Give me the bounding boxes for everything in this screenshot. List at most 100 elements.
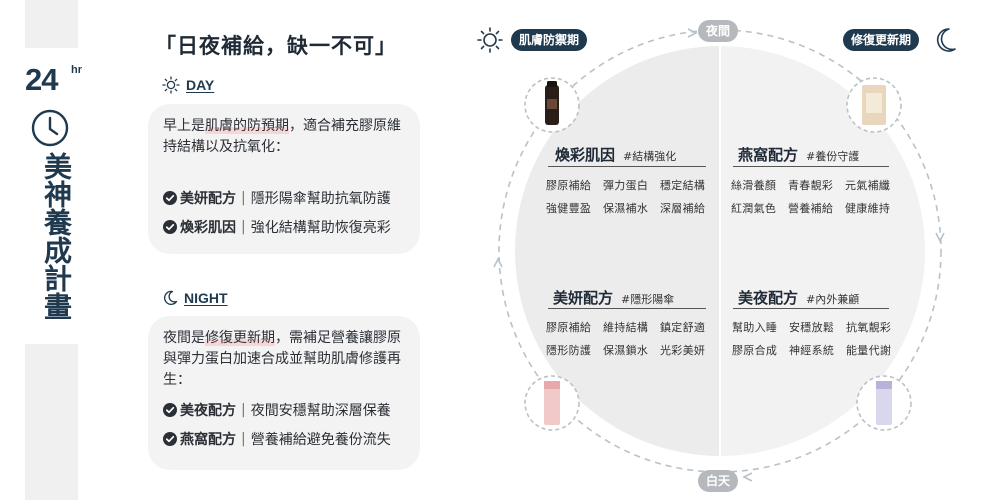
keyword: 鎮定舒適	[660, 321, 706, 334]
day-item-name: 美妍配方	[180, 191, 236, 207]
day-item-name: 煥彩肌因	[180, 220, 236, 236]
keyword: 青春靚彩	[788, 179, 834, 192]
badge-day: 白天	[698, 470, 738, 492]
night-label-text: NIGHT	[184, 290, 228, 306]
keyword: 能量代謝	[846, 344, 892, 357]
keyword: 絲滑養顏	[731, 179, 777, 192]
keyword: 膠原補給	[546, 321, 592, 334]
bottle-bottom-right	[856, 375, 912, 431]
keyword: 膠原合成	[732, 344, 778, 357]
day-item-desc: 強化結構幫助恢復亮彩	[250, 220, 391, 236]
night-item: 美夜配方 |夜間安穩幫助深層保養	[163, 400, 391, 420]
day-desc-pre: 早上是	[163, 118, 205, 134]
keyword: 健康維持	[845, 202, 891, 215]
cycle-ring	[498, 29, 942, 473]
sun-icon	[162, 76, 180, 94]
product-title: 美妍配方 #隱形陽傘	[553, 287, 674, 308]
product-title: 美夜配方 #內外兼顧	[738, 287, 859, 308]
vertical-title: 美神養成計畫	[40, 152, 73, 320]
keyword: 深層補給	[660, 202, 706, 215]
day-card: 早上是肌膚的防預期，適合補充膠原維持結構以及抗氧化： 美妍配方 |隱形陽傘幫助抗氧…	[148, 104, 420, 254]
keyword: 強健豐盈	[546, 202, 592, 215]
keyword: 神經系統	[789, 344, 835, 357]
product-title: 煥彩肌因#結構強化	[555, 144, 676, 165]
night-item-name: 美夜配方	[180, 403, 236, 419]
tag-skin-defense: 肌膚防禦期	[511, 29, 588, 51]
check-circle-icon	[163, 432, 177, 446]
product-underline	[733, 308, 889, 309]
keyword: 幫助入睡	[732, 321, 778, 334]
product-underline	[548, 166, 706, 167]
arrow-left-icon	[493, 257, 503, 268]
keyword: 營養補給	[788, 202, 834, 215]
product-hashtag: #養份守護	[806, 150, 860, 163]
keyword: 穩定結構	[660, 179, 706, 192]
day-item-desc: 隱形陽傘幫助抗氧防護	[250, 191, 391, 207]
strip-top-block	[25, 0, 78, 48]
cycle-diagram	[477, 27, 956, 482]
night-card: 夜間是修復更新期，需補足營養讓膠原與彈力蛋白加速合成並幫助肌膚修護再生： 美夜配…	[148, 316, 420, 470]
bottle-bottom-left	[524, 375, 580, 431]
keyword: 抗氧靚彩	[846, 321, 892, 334]
bottle-top-right	[846, 77, 902, 133]
keyword: 隱形防護	[546, 344, 592, 357]
keyword: 維持結構	[603, 321, 649, 334]
product-underline	[548, 308, 706, 309]
moon-icon	[936, 28, 956, 52]
day-item: 美妍配方 |隱形陽傘幫助抗氧防護	[163, 188, 391, 208]
product-name: 煥彩肌因	[555, 146, 616, 164]
night-desc-highlight: 修復更新期	[205, 330, 275, 346]
arrow-right-icon	[935, 232, 945, 243]
clock-icon	[31, 109, 69, 147]
night-desc-post: ，需補足營養讓膠原與彈力蛋白加速合成並幫助肌膚修護再生：	[163, 330, 401, 388]
day-desc-highlight: 肌膚的防預期	[205, 118, 289, 134]
disc-left-half	[515, 46, 720, 456]
day-item: 煥彩肌因 |強化結構幫助恢復亮彩	[163, 217, 391, 237]
keyword: 保濕鎖水	[603, 344, 649, 357]
check-circle-icon	[163, 403, 177, 417]
product-title: 燕窩配方 #養份守護	[738, 144, 859, 165]
separator: |	[241, 402, 246, 418]
product-hashtag: #內外兼顧	[806, 293, 860, 306]
check-circle-icon	[163, 191, 177, 205]
badge-night: 夜間	[698, 20, 738, 42]
night-desc-pre: 夜間是	[163, 330, 205, 346]
product-name: 美妍配方	[553, 289, 614, 307]
night-item: 燕窩配方 |營養補給避免養份流失	[163, 429, 391, 449]
page-title: 「日夜補給，缺一不可」	[155, 33, 397, 58]
keyword: 保濕補水	[603, 202, 649, 215]
left-strip: 24 hr 美神養成計畫	[25, 0, 82, 500]
night-section-label: NIGHT	[162, 290, 228, 306]
product-name: 美夜配方	[738, 289, 799, 307]
bottle-top-left	[524, 77, 580, 133]
separator: |	[241, 219, 246, 235]
night-item-name: 燕窩配方	[180, 432, 236, 448]
product-name: 燕窩配方	[738, 146, 799, 164]
product-hashtag: #隱形陽傘	[621, 293, 675, 306]
day-desc-post: ，適合補充膠原維持結構以及抗氧化：	[163, 118, 401, 155]
night-description: 夜間是修復更新期，需補足營養讓膠原與彈力蛋白加速合成並幫助肌膚修護再生：	[163, 328, 413, 391]
tag-repair-renewal: 修復更新期	[843, 29, 920, 51]
arrow-bottom-icon	[742, 472, 753, 482]
day-section-label: DAY	[162, 76, 214, 94]
arrow-top-icon	[687, 28, 698, 38]
separator: |	[241, 190, 246, 206]
separator: |	[241, 431, 246, 447]
strip-bottom-block	[25, 344, 78, 500]
night-item-desc: 營養補給避免養份流失	[250, 432, 391, 448]
hours-number: 24	[25, 62, 58, 97]
keyword: 光彩美妍	[660, 344, 706, 357]
disc-right-half	[720, 46, 925, 456]
keyword: 紅潤氣色	[731, 202, 777, 215]
keyword: 元氣補纖	[845, 179, 891, 192]
keyword: 彈力蛋白	[603, 179, 649, 192]
hours-unit: hr	[71, 64, 82, 76]
product-underline	[733, 166, 889, 167]
keyword: 安穩放鬆	[789, 321, 835, 334]
moon-icon	[163, 290, 178, 305]
keyword: 膠原補給	[546, 179, 592, 192]
night-item-desc: 夜間安穩幫助深層保養	[250, 403, 391, 419]
hours-label: 24 hr	[25, 62, 105, 102]
day-description: 早上是肌膚的防預期，適合補充膠原維持結構以及抗氧化：	[163, 116, 413, 158]
check-circle-icon	[163, 220, 177, 234]
